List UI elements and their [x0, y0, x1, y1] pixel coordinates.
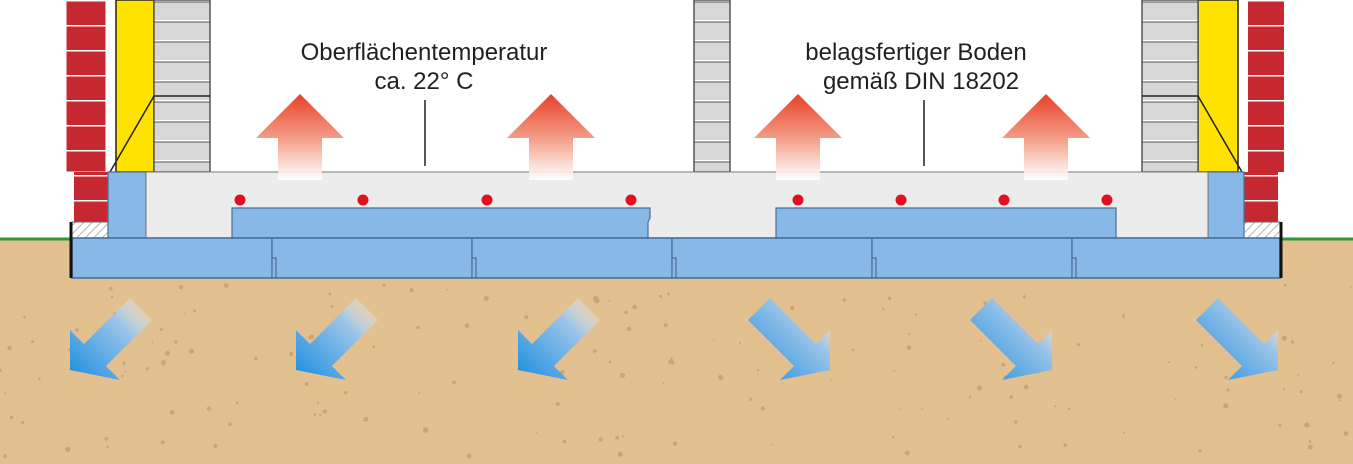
heating-pipe — [625, 194, 637, 206]
heating-pipe — [357, 194, 369, 206]
insulation-board — [671, 237, 873, 279]
surface-temperature-label: Oberflächentemperatur — [301, 39, 548, 66]
heating-pipe — [1101, 194, 1113, 206]
arrow-diagonal-down-icon — [748, 298, 830, 380]
floor-standard-label: gemäß DIN 18202 — [823, 68, 1019, 95]
heating-pipe — [481, 194, 493, 206]
arrow-up-icon — [1002, 94, 1090, 180]
edge-insulation — [107, 171, 1245, 239]
middle-wall — [693, 0, 731, 173]
heat-arrows — [256, 94, 1090, 180]
insulation-board — [471, 237, 673, 279]
insulation-board — [271, 237, 473, 279]
insulation-edge-lines — [69, 222, 1283, 278]
arrow-diagonal-down-icon — [70, 298, 152, 380]
annotations: Oberflächentemperatur ca. 22° C belagsfe… — [301, 39, 1027, 95]
arrow-diagonal-down-icon — [1196, 298, 1278, 380]
bottom-insulation-boards — [71, 237, 1281, 279]
heating-pipe — [234, 194, 246, 206]
insulation-board — [71, 237, 273, 279]
arrow-diagonal-down-icon — [970, 298, 1052, 380]
leader-lines — [424, 100, 925, 166]
heat-loss-arrows — [70, 298, 1278, 380]
left-wall — [65, 0, 211, 239]
right-wall — [1141, 0, 1284, 239]
arrow-up-icon — [256, 94, 344, 180]
heating-pipes — [234, 194, 1113, 206]
heating-pipe — [792, 194, 804, 206]
arrow-up-icon — [754, 94, 842, 180]
arrow-diagonal-down-icon — [518, 298, 600, 380]
insulation-board — [871, 237, 1073, 279]
arrow-up-icon — [507, 94, 595, 180]
arrow-diagonal-down-icon — [296, 298, 378, 380]
soil-speckles — [0, 283, 1352, 459]
surface-temperature-value: ca. 22° C — [375, 68, 474, 95]
floor-label: belagsfertiger Boden — [805, 39, 1026, 66]
heating-pipe — [998, 194, 1010, 206]
heating-pipe — [895, 194, 907, 206]
insulation-board — [1071, 237, 1281, 279]
